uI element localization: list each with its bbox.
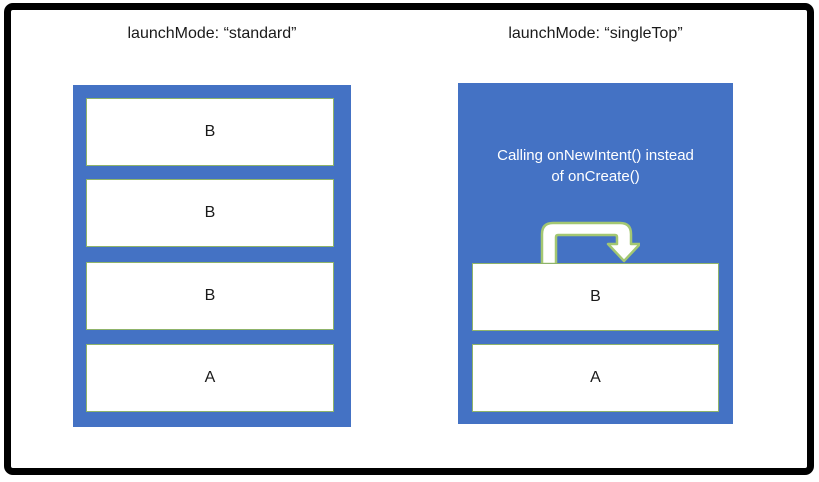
- activity-label: A: [204, 369, 216, 386]
- singletop-activity-box-a: A: [472, 344, 719, 412]
- singletop-task-stack: Calling onNewIntent() instead of onCreat…: [458, 83, 733, 424]
- activity-label: A: [590, 369, 601, 386]
- singletop-activity-box-b: B: [472, 263, 719, 331]
- standard-task-stack: B B B A: [73, 85, 351, 427]
- standard-panel-title: launchMode: “standard”: [127, 25, 297, 42]
- standard-activity-box-b-2: B: [86, 179, 334, 247]
- activity-label: B: [204, 123, 216, 140]
- standard-activity-box-b-3: B: [86, 262, 334, 330]
- annotation-line-1: Calling onNewIntent() instead: [497, 147, 694, 164]
- on-new-intent-annotation: Calling onNewIntent() instead of onCreat…: [472, 145, 719, 187]
- singletop-panel-title: launchMode: “singleTop”: [508, 25, 683, 42]
- activity-label: B: [204, 204, 216, 221]
- outer-frame: [4, 3, 814, 475]
- annotation-line-2: of onCreate(): [551, 168, 640, 185]
- loop-back-arrow-icon: [540, 220, 640, 264]
- standard-activity-box-b-1: B: [86, 98, 334, 166]
- standard-activity-box-a: A: [86, 344, 334, 412]
- activity-label: B: [590, 288, 601, 305]
- activity-label: B: [204, 287, 216, 304]
